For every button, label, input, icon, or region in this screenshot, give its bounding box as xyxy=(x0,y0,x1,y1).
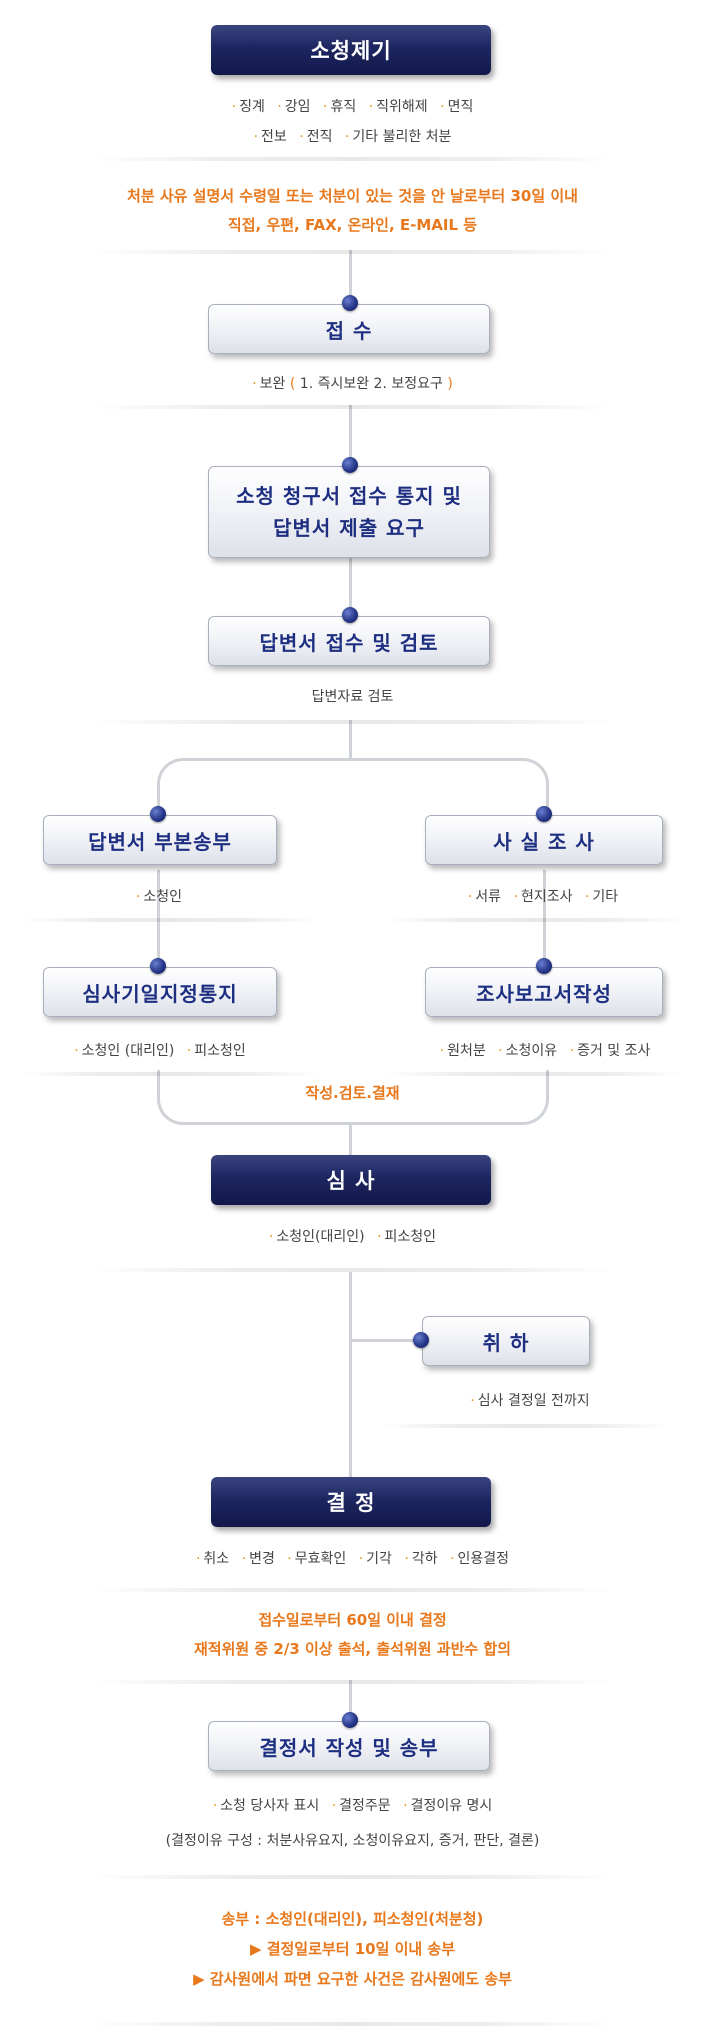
connector-2 xyxy=(349,405,352,465)
right-branch-connector xyxy=(543,870,546,965)
hearing-date-step-title: 심사기일지정통지 xyxy=(82,981,238,1006)
left-branch-connector xyxy=(157,870,160,965)
decision-deadline-note: 접수일로부터 60일 이내 결정 xyxy=(258,1611,447,1629)
separator xyxy=(90,1680,615,1684)
separator xyxy=(90,405,615,409)
connector-dot xyxy=(536,958,552,974)
filing-step-title: 소청제기 xyxy=(310,39,392,63)
delivery-recipients-note: 송부 : 소청인(대리인), 피소청인(처분청) xyxy=(221,1910,484,1928)
connector-dot xyxy=(342,295,358,311)
notification-step-title-line-1: 소청 청구서 접수 통지 및 xyxy=(236,484,462,508)
filing-grounds-row-1: ·징계 ·강임 ·휴직 ·직위해제 ·면직 xyxy=(231,99,474,115)
connector-dot xyxy=(150,806,166,822)
decision-document-step-box[interactable]: 결정서 작성 및 송부 xyxy=(208,1721,490,1771)
withdraw-branch-connector xyxy=(350,1339,422,1342)
separator xyxy=(90,157,615,161)
separator xyxy=(90,250,615,254)
connector-dot xyxy=(342,607,358,623)
branch-split-connector xyxy=(157,758,549,821)
connector-dot xyxy=(342,457,358,473)
separator xyxy=(380,1424,670,1428)
answer-review-step-box[interactable]: 답변서 접수 및 검토 xyxy=(208,616,490,666)
branch-merge-connector xyxy=(157,1070,549,1125)
separator xyxy=(385,918,685,922)
investigation-report-step-title: 조사보고서작성 xyxy=(476,981,612,1006)
separator xyxy=(90,1588,615,1592)
connector-3 xyxy=(349,555,352,615)
merge-approval-label: 작성.검토.결재 xyxy=(305,1084,400,1102)
withdraw-step-title: 취 하 xyxy=(482,1330,530,1355)
review-step-box[interactable]: 심 사 xyxy=(211,1155,491,1205)
investigation-report-contents: ·원처분 ·소청이유 ·증거 및 조사 xyxy=(439,1043,651,1059)
review-step-title: 심 사 xyxy=(326,1169,376,1193)
fact-finding-step-title: 사 실 조 사 xyxy=(493,829,595,854)
withdraw-deadline-note: ·심사 결정일 전까지 xyxy=(470,1393,590,1409)
decision-document-items: ·소청 당사자 표시 ·결정주문 ·결정이유 명시 xyxy=(212,1798,493,1814)
separator xyxy=(90,720,615,724)
answer-copy-step-title: 답변서 부본송부 xyxy=(88,829,232,854)
decision-document-step-title: 결정서 작성 및 송부 xyxy=(259,1735,439,1760)
answer-review-note: 답변자료 검토 xyxy=(311,689,394,705)
separator xyxy=(20,1072,320,1076)
answer-copy-step-box[interactable]: 답변서 부본송부 xyxy=(43,815,277,865)
filing-method-note: 직접, 우편, FAX, 온라인, E-MAIL 등 xyxy=(227,216,478,234)
notification-step-title-line-2: 답변서 제출 요구 xyxy=(273,516,425,540)
connector-7 xyxy=(349,1680,352,1720)
review-parties: ·소청인(대리인) ·피소청인 xyxy=(268,1229,437,1245)
separator xyxy=(90,1268,615,1272)
decision-reason-structure: (결정이유 구성 : 처분사유요지, 소청이유요지, 증거, 판단, 결론) xyxy=(165,1833,540,1849)
separator xyxy=(90,1875,615,1879)
hearing-date-step-box[interactable]: 심사기일지정통지 xyxy=(43,967,277,1017)
connector-1 xyxy=(349,250,352,310)
fact-finding-methods: ·서류 ·현지조사 ·기타 xyxy=(467,889,619,905)
connector-dot xyxy=(342,1712,358,1728)
answer-review-step-title: 답변서 접수 및 검토 xyxy=(259,630,439,655)
fact-finding-step-box[interactable]: 사 실 조 사 xyxy=(425,815,663,865)
separator xyxy=(385,1072,685,1076)
decision-quorum-note: 재적위원 중 2/3 이상 출석, 출석위원 과반수 합의 xyxy=(193,1640,511,1658)
connector-dot xyxy=(413,1332,429,1348)
receipt-step-title: 접 수 xyxy=(325,318,373,343)
decision-step-box[interactable]: 결 정 xyxy=(211,1477,491,1527)
hearing-date-recipients: ·소청인 (대리인) ·피소청인 xyxy=(74,1043,246,1059)
connector-4 xyxy=(349,720,352,760)
decision-step-title: 결 정 xyxy=(326,1491,376,1515)
connector-dot xyxy=(150,958,166,974)
filing-deadline-note: 처분 사유 설명서 수령일 또는 처분이 있는 것을 안 날로부터 30일 이내 xyxy=(127,187,578,205)
notification-step-box[interactable]: 소청 청구서 접수 통지 및 답변서 제출 요구 xyxy=(208,466,490,558)
answer-copy-recipients: ·소청인 xyxy=(135,889,183,905)
investigation-report-step-box[interactable]: 조사보고서작성 xyxy=(425,967,663,1017)
decision-types: ·취소 ·변경 ·무효확인 ·기각 ·각하 ·인용결정 xyxy=(195,1551,510,1567)
separator xyxy=(90,2022,615,2026)
filing-grounds-row-2: ·전보 ·전직 ·기타 불리한 처분 xyxy=(253,129,452,145)
separator xyxy=(20,918,320,922)
connector-5 xyxy=(349,1124,352,1164)
audit-board-delivery-note: ▶ 감사원에서 파면 요구한 사건은 감사원에도 송부 xyxy=(193,1970,512,1988)
filing-step-box[interactable]: 소청제기 xyxy=(211,25,491,75)
delivery-deadline-note: ▶ 결정일로부터 10일 이내 송부 xyxy=(249,1940,456,1958)
connector-dot xyxy=(536,806,552,822)
receipt-step-box[interactable]: 접 수 xyxy=(208,304,490,354)
withdraw-step-box[interactable]: 취 하 xyxy=(422,1316,590,1366)
receipt-supplement-note: ·보완 ( 1. 즉시보완 2. 보정요구 ) xyxy=(252,376,453,392)
connector-6 xyxy=(349,1272,352,1477)
